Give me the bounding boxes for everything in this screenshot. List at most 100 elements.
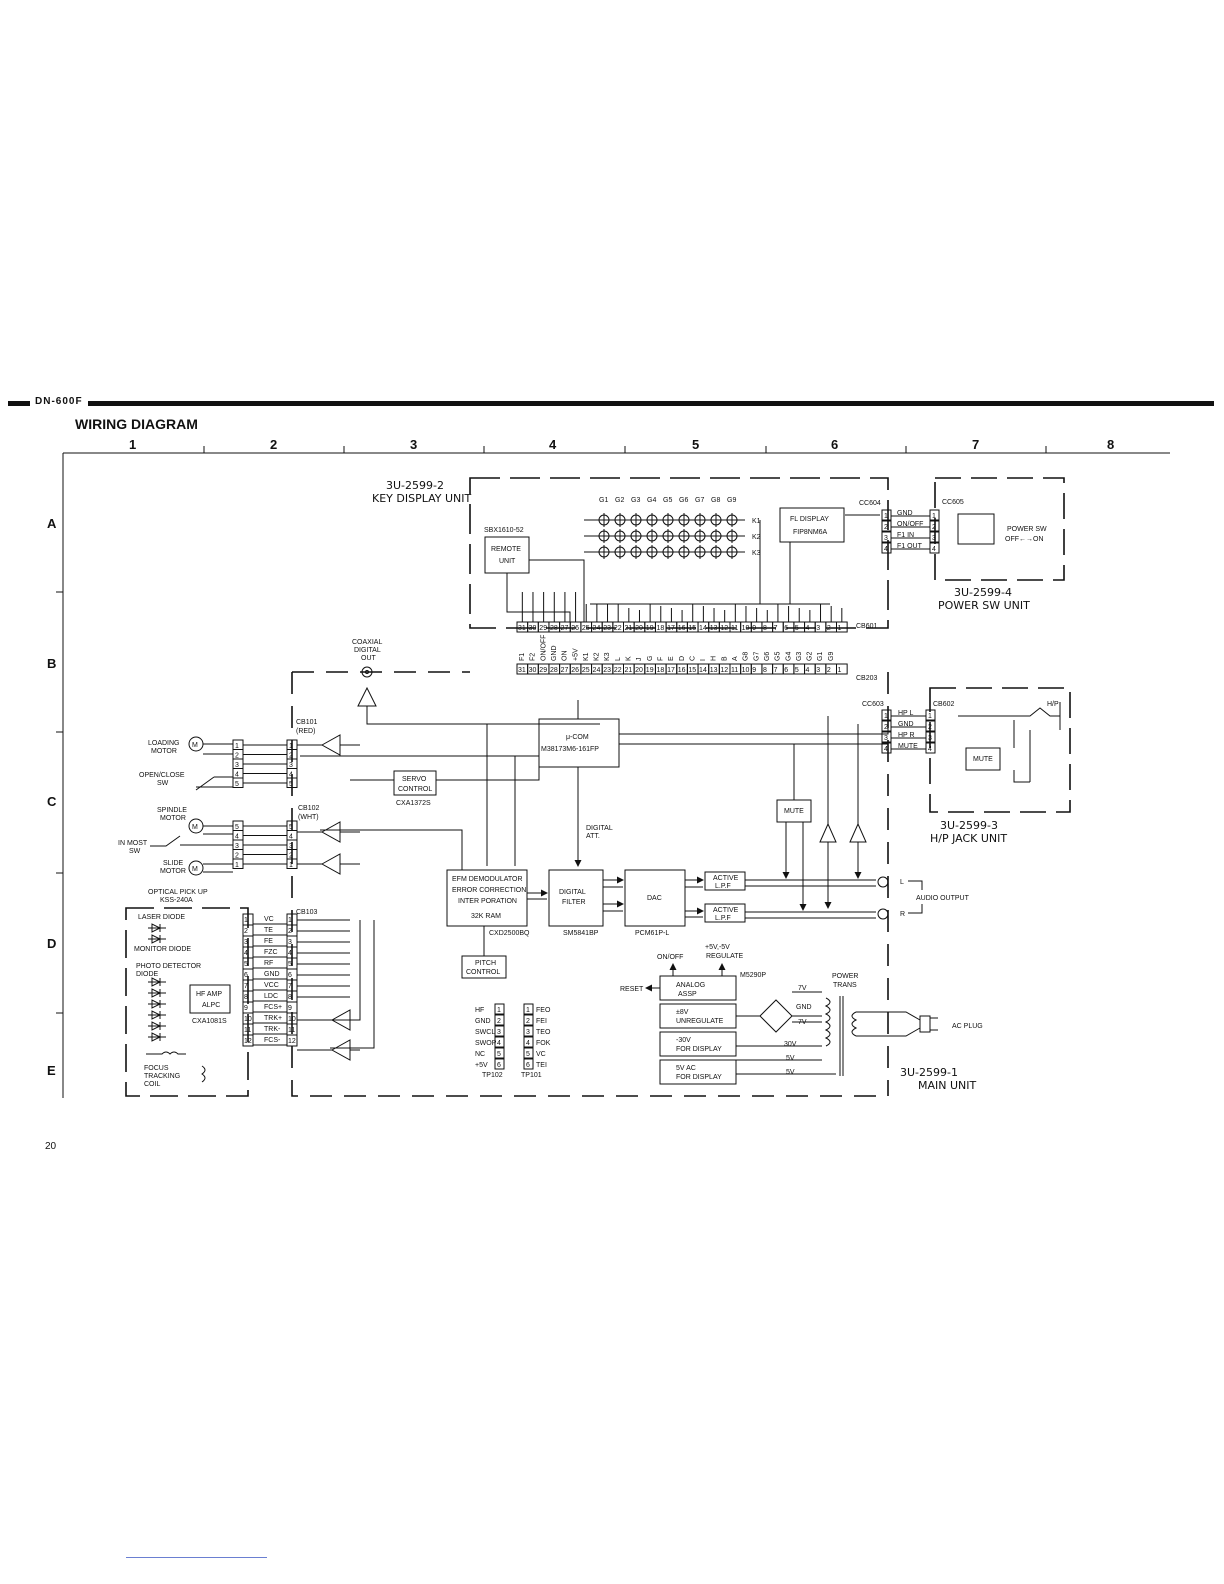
connector-pin-number: 22 bbox=[614, 625, 622, 632]
svg-text:32K RAM: 32K RAM bbox=[471, 913, 501, 920]
cc603-pin-number: 3 bbox=[884, 735, 888, 742]
column-label-6: 6 bbox=[831, 437, 838, 452]
cn102-left-pin-number: 4 bbox=[235, 834, 239, 841]
cb103-pin-number: 4 bbox=[288, 950, 292, 957]
signal-name: F bbox=[657, 657, 664, 661]
connector-pin-number: 29 bbox=[539, 667, 547, 674]
pickup-signal-label: TE bbox=[264, 927, 273, 934]
model-label: DN-600F bbox=[30, 396, 88, 407]
tp101-signal: FOK bbox=[536, 1040, 551, 1047]
connector-pin-number: 13 bbox=[710, 625, 718, 632]
optical-pickup: OPTICAL PICK UP KSS-240A LASER DIODE MON… bbox=[125, 889, 249, 1097]
signal-name: +5V bbox=[572, 648, 579, 661]
svg-text:RESET: RESET bbox=[620, 986, 644, 993]
svg-text:CONTROL: CONTROL bbox=[398, 786, 432, 793]
column-label-7: 7 bbox=[972, 437, 979, 452]
diode bbox=[148, 999, 166, 1009]
grid-label-G1: G1 bbox=[599, 497, 608, 504]
tp101-pin-number: 2 bbox=[526, 1018, 530, 1025]
connector-pin-number: 9 bbox=[752, 625, 756, 632]
power-supply: ON/OFF +5V,-5V REGULATE M5290P RESET ANA… bbox=[620, 944, 983, 1085]
svg-text:M: M bbox=[192, 742, 198, 749]
svg-text:OPTICAL PICK UP: OPTICAL PICK UP bbox=[148, 889, 208, 896]
cb602-pin-number: 4 bbox=[928, 746, 932, 753]
svg-text:FOR DISPLAY: FOR DISPLAY bbox=[676, 1074, 722, 1081]
cc605-pin bbox=[929, 520, 940, 532]
connector-pin-number: 16 bbox=[678, 625, 686, 632]
key-display-unit: 3U-2599-2 KEY DISPLAY UNIT SBX1610-52 RE… bbox=[372, 477, 889, 629]
connector-pin bbox=[836, 621, 848, 633]
servo-control: SERVO CONTROL CXA1372S bbox=[393, 770, 437, 807]
grid-label-G7: G7 bbox=[695, 497, 704, 504]
tp101-pin bbox=[523, 1003, 534, 1015]
connector-pin-number: 6 bbox=[784, 625, 788, 632]
cb103-pin-number: 5 bbox=[288, 961, 292, 968]
footer-rule bbox=[126, 1557, 267, 1558]
connector-pin-number: 2 bbox=[827, 667, 831, 674]
cb103-pin-number: 11 bbox=[288, 1027, 295, 1034]
connector-pin-number: 3 bbox=[816, 625, 820, 632]
svg-text:FOR DISPLAY: FOR DISPLAY bbox=[676, 1046, 722, 1053]
audio-output-label: AUDIO OUTPUT bbox=[916, 895, 970, 902]
signal-name: K2 bbox=[594, 652, 601, 661]
cc605-label: CC605 bbox=[942, 499, 964, 506]
signal-name: ON bbox=[562, 651, 569, 662]
pickup-pin bbox=[242, 1034, 254, 1047]
main-unit-frame: 3U-2599-1 MAIN UNIT bbox=[291, 671, 977, 1097]
svg-text:-30V: -30V bbox=[676, 1037, 691, 1044]
cb103-pin-number: 10 bbox=[288, 1016, 296, 1023]
connector-pin-number: 1 bbox=[838, 667, 842, 674]
tp101-pin bbox=[523, 1058, 534, 1070]
cc604-pin-number: 1 bbox=[884, 513, 888, 520]
connector-pin-number: 31 bbox=[518, 667, 526, 674]
diode bbox=[148, 923, 166, 933]
svg-text:ACTIVE: ACTIVE bbox=[713, 875, 739, 882]
tp102-pin bbox=[494, 1058, 505, 1070]
connector-pin-number: 28 bbox=[550, 667, 558, 674]
tp101-signal: FEI bbox=[536, 1018, 547, 1025]
hp-mute-box bbox=[965, 747, 1001, 771]
svg-text:ACTIVE: ACTIVE bbox=[713, 907, 739, 914]
motor-wires bbox=[180, 743, 233, 873]
tp102-pin bbox=[494, 1003, 505, 1015]
svg-text:PITCH: PITCH bbox=[475, 960, 496, 967]
connector-pin-number: 9 bbox=[752, 667, 756, 674]
fl-display-part: FIP8NM6A bbox=[793, 529, 828, 536]
tp102-label: TP102 bbox=[482, 1072, 503, 1079]
pickup-pin-number: 8 bbox=[244, 994, 248, 1001]
connector-pin-number: 14 bbox=[699, 667, 707, 674]
svg-text:MOTOR: MOTOR bbox=[151, 748, 177, 755]
cc603-pin bbox=[881, 709, 892, 721]
connector-pin-number: 8 bbox=[763, 667, 767, 674]
tp101-pin bbox=[523, 1025, 534, 1037]
connector-pin-number: 7 bbox=[774, 625, 778, 632]
cc605-pin-number: 2 bbox=[932, 524, 936, 531]
pickup-signal-label: VC bbox=[264, 916, 274, 923]
connector-pin-number: 1 bbox=[838, 625, 842, 632]
pickup-pin-number: 9 bbox=[244, 1005, 248, 1012]
cc605-pin bbox=[929, 531, 940, 543]
signal-name: G4 bbox=[785, 652, 792, 661]
driver-amp bbox=[330, 1039, 351, 1061]
connector-pin-number: 21 bbox=[625, 625, 633, 632]
cb102-color: (WHT) bbox=[298, 814, 319, 821]
cn101-left-pin-number: 3 bbox=[235, 762, 239, 769]
cc604-label: CC604 bbox=[859, 500, 881, 507]
svg-text:DIODE: DIODE bbox=[136, 971, 159, 978]
cb602-pin bbox=[925, 742, 936, 754]
tp102-pin-number: 3 bbox=[497, 1029, 501, 1036]
connector-pin-number: 12 bbox=[720, 625, 728, 632]
svg-text:5V: 5V bbox=[786, 1055, 795, 1062]
cb103-pin-number: 3 bbox=[288, 939, 292, 946]
driver-amp bbox=[320, 853, 341, 875]
tp102-pin bbox=[494, 1047, 505, 1059]
power-sw-label: POWER SW bbox=[1007, 526, 1047, 533]
svg-text:MUTE: MUTE bbox=[784, 808, 804, 815]
